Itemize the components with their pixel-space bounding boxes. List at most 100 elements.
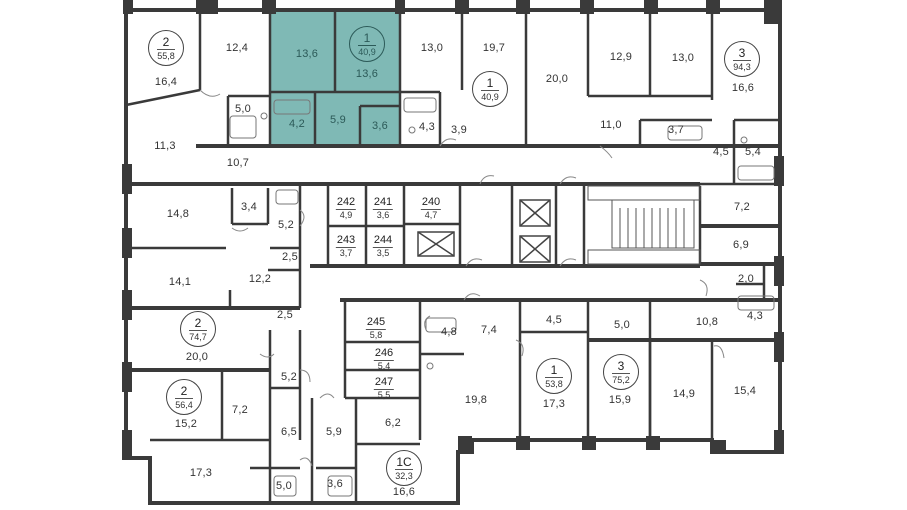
room-area: 12,9	[609, 51, 633, 63]
room-area: 14,9	[672, 388, 696, 400]
storage-number: 240	[420, 196, 442, 210]
room-area: 5,0	[614, 319, 630, 331]
storage-number: 247	[373, 376, 395, 390]
room-area: 3,7	[668, 124, 684, 136]
room-area: 2,5	[277, 309, 293, 321]
room-area: 10,7	[226, 157, 250, 169]
storage-area: 3,7	[339, 248, 353, 258]
storage-room[interactable]: 247 5,5	[373, 372, 395, 400]
room-area: 4,3	[747, 310, 763, 322]
room-area: 4,8	[441, 326, 457, 338]
apartment-rooms: 1	[363, 30, 371, 45]
storage-room[interactable]: 240 4,7	[420, 192, 442, 220]
storage-room[interactable]: 246 5,4	[373, 343, 395, 371]
apartment-total-area: 53,8	[545, 376, 563, 389]
room-area: 12,2	[248, 273, 272, 285]
room-area: 20,0	[545, 73, 569, 85]
room-area: 7,4	[481, 324, 497, 336]
apartment-rooms: 1	[486, 75, 494, 90]
room-area: 12,4	[225, 42, 249, 54]
room-area: 6,5	[281, 426, 297, 438]
room-area: 5,9	[330, 114, 346, 126]
room-area: 2,0	[738, 273, 754, 285]
apartment-rooms: 2	[194, 315, 202, 330]
apartment-badge[interactable]: 1 40,9	[472, 71, 508, 107]
selected-apartment-badge[interactable]: 1 40,9	[349, 26, 385, 62]
room-area: 5,0	[235, 103, 251, 115]
apartment-total-area: 94,3	[733, 59, 751, 72]
apartment-total-area: 40,9	[358, 44, 376, 57]
room-area: 7,2	[232, 404, 248, 416]
apartment-rooms: 3	[738, 45, 746, 60]
storage-area: 5,8	[369, 330, 383, 340]
room-area: 6,2	[385, 417, 401, 429]
room-area: 19,7	[482, 42, 506, 54]
storage-room[interactable]: 241 3,6	[372, 192, 394, 220]
doors	[199, 89, 725, 467]
storage-room[interactable]: 245 5,8	[365, 312, 387, 340]
room-area: 15,2	[174, 418, 198, 430]
elevator-shafts	[417, 199, 551, 263]
apartment-rooms: 2	[162, 34, 170, 49]
room-area: 16,4	[154, 76, 178, 88]
storage-area: 5,4	[377, 361, 391, 371]
storage-area: 3,5	[376, 248, 390, 258]
room-area: 10,8	[695, 316, 719, 328]
apartment-badge[interactable]: 1С 32,3	[386, 450, 422, 486]
room-area: 5,9	[326, 426, 342, 438]
room-area: 13,0	[671, 52, 695, 64]
storage-area: 5,5	[377, 390, 391, 400]
room-area: 16,6	[392, 486, 416, 498]
room-area: 11,0	[600, 119, 622, 131]
storage-number: 244	[372, 234, 394, 248]
room-area: 20,0	[185, 351, 209, 363]
room-area: 19,8	[464, 394, 488, 406]
storage-area: 4,7	[424, 210, 438, 220]
apartment-badge[interactable]: 3 75,2	[603, 354, 639, 390]
storage-number: 246	[373, 347, 395, 361]
room-area: 15,9	[608, 394, 632, 406]
apartment-badge[interactable]: 2 74,7	[180, 311, 216, 347]
bathroom-fixtures	[229, 97, 775, 497]
apartment-total-area: 55,8	[157, 48, 175, 61]
apartment-rooms: 3	[617, 358, 625, 373]
apartment-total-area: 32,3	[395, 468, 413, 481]
storage-room[interactable]: 244 3,5	[372, 230, 394, 258]
room-area: 4,5	[713, 146, 729, 158]
room-area: 2,5	[282, 251, 298, 263]
room-area: 6,9	[733, 239, 749, 251]
room-area: 4,2	[289, 118, 305, 130]
storage-area: 4,9	[339, 210, 353, 220]
room-area: 14,1	[168, 276, 192, 288]
apartment-rooms: 1С	[396, 454, 412, 469]
apartment-badge[interactable]: 2 55,8	[148, 30, 184, 66]
apartment-badge[interactable]: 2 56,4	[166, 379, 202, 415]
room-area: 7,2	[734, 201, 750, 213]
room-area: 16,6	[731, 82, 755, 94]
apartment-total-area: 40,9	[481, 89, 499, 102]
room-area: 13,6	[355, 68, 379, 80]
apartment-rooms: 2	[180, 383, 188, 398]
room-area: 5,2	[278, 219, 294, 231]
room-area: 13,0	[420, 42, 444, 54]
apartment-badge[interactable]: 3 94,3	[724, 41, 760, 77]
room-area: 4,5	[546, 314, 562, 326]
storage-room[interactable]: 243 3,7	[335, 230, 357, 258]
room-area: 15,4	[733, 385, 757, 397]
apartment-badge[interactable]: 1 53,8	[536, 358, 572, 394]
apartment-rooms: 1	[550, 362, 558, 377]
room-area: 3,4	[241, 201, 257, 213]
storage-number: 245	[365, 316, 387, 330]
room-area: 4,3	[419, 121, 435, 133]
room-area: 3,9	[451, 124, 467, 136]
room-area: 3,6	[372, 120, 388, 132]
room-area: 5,0	[276, 480, 292, 492]
storage-number: 242	[335, 196, 357, 210]
apartment-total-area: 74,7	[189, 329, 207, 342]
apartment-total-area: 75,2	[612, 372, 630, 385]
storage-room[interactable]: 242 4,9	[335, 192, 357, 220]
room-area: 5,4	[745, 146, 761, 158]
windows	[122, 0, 784, 460]
staircase	[587, 185, 701, 265]
